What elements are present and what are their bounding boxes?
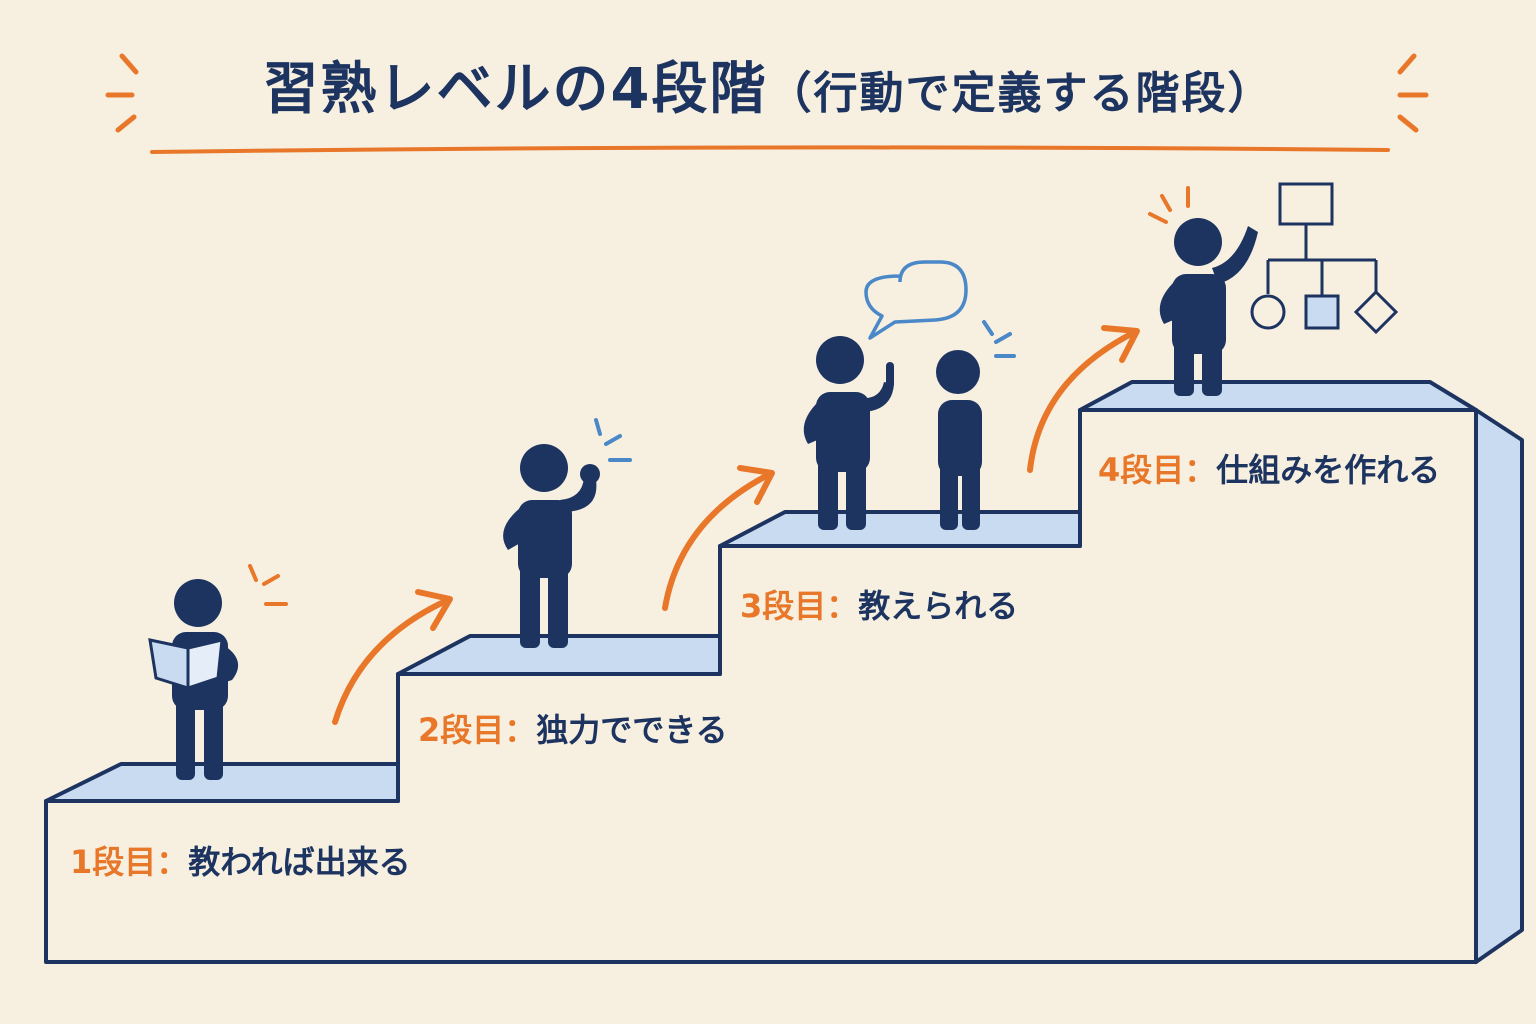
title-sub: （行動で定義する階段） bbox=[767, 68, 1274, 119]
step-description-1: 教われば出来る bbox=[188, 843, 411, 881]
staircase-side-face bbox=[1476, 410, 1522, 962]
page-title: 習熟レベルの4段階（行動で定義する階段） bbox=[0, 50, 1536, 134]
sparkle-icon bbox=[982, 320, 1016, 358]
figure-person-listening bbox=[936, 350, 982, 530]
title-underline bbox=[150, 145, 1390, 154]
step-label-2: 2段目：独力でできる bbox=[418, 710, 728, 750]
sparkle-icon bbox=[248, 564, 288, 606]
growth-arrow-icon bbox=[662, 465, 775, 611]
sparkle-icon bbox=[1148, 186, 1190, 224]
staircase-outline bbox=[44, 380, 1524, 964]
step-description-3: 教えられる bbox=[858, 587, 1019, 625]
title-main: 習熟レベルの4段階 bbox=[262, 57, 768, 122]
step-level-4: 4段目： bbox=[1098, 451, 1217, 489]
figure-person-pointing bbox=[1159, 218, 1258, 396]
title-sparkle-right-icon bbox=[1397, 53, 1429, 133]
step-label-4: 4段目：仕組みを作れる bbox=[1098, 450, 1440, 490]
growth-arrow-icons bbox=[332, 325, 1140, 725]
growth-arrow-icon bbox=[332, 589, 453, 725]
step-label-1: 1段目：教われば出来る bbox=[70, 842, 411, 882]
title-sparkle-left-icon bbox=[105, 53, 139, 133]
figure-person-reading-book bbox=[148, 579, 239, 780]
flowchart-icon bbox=[1250, 182, 1399, 335]
sparkle-icon bbox=[594, 418, 632, 462]
speech-bubble-icon bbox=[864, 260, 968, 340]
figure-person-fist-pump bbox=[503, 444, 600, 648]
step-description-4: 仕組みを作れる bbox=[1216, 451, 1441, 489]
step-level-2: 2段目： bbox=[418, 711, 537, 749]
step-label-3: 3段目：教えられる bbox=[740, 586, 1018, 626]
growth-arrow-icon bbox=[1027, 325, 1140, 473]
step-level-3: 3段目： bbox=[740, 587, 859, 625]
figure-person-explaining bbox=[803, 336, 894, 530]
step-description-2: 独力でできる bbox=[536, 711, 728, 749]
step-level-1: 1段目： bbox=[70, 843, 189, 881]
